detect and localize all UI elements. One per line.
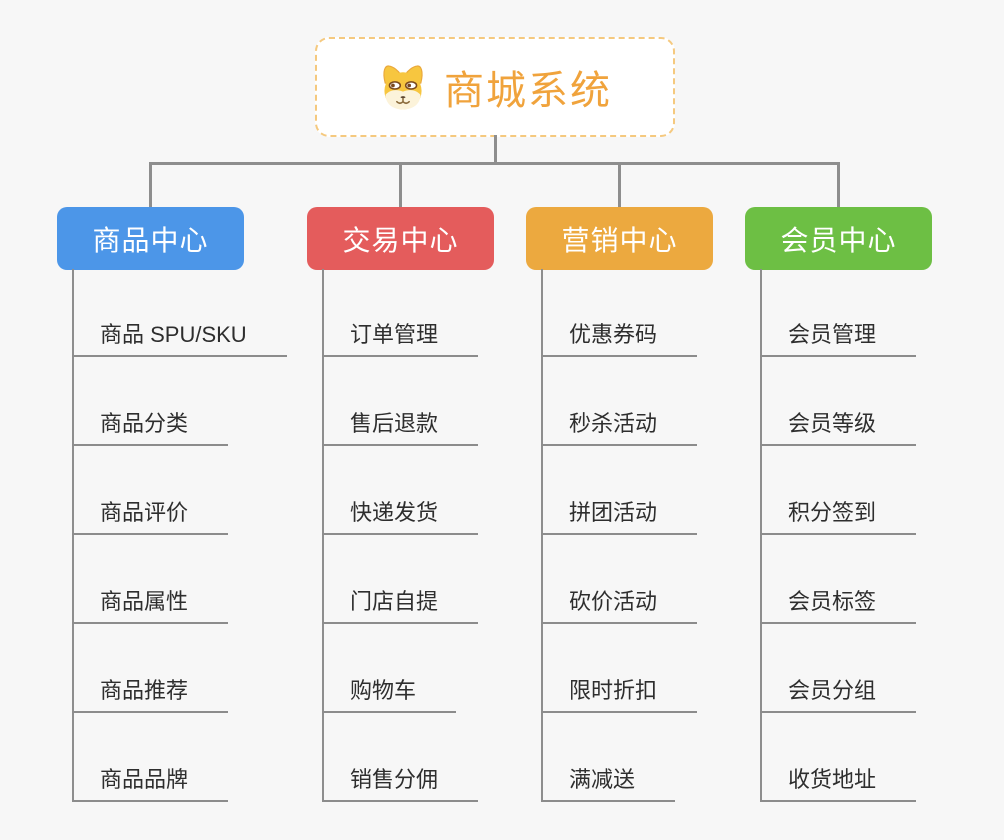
connector-line xyxy=(618,162,621,208)
leaf-node[interactable]: 会员管理 xyxy=(760,321,917,357)
branch-box-product[interactable]: 商品中心 xyxy=(57,207,244,270)
leaf-node[interactable]: 秒杀活动 xyxy=(541,410,698,446)
leaf-node[interactable]: 销售分佣 xyxy=(322,766,479,802)
connector-line xyxy=(837,162,840,208)
leaf-node[interactable]: 砍价活动 xyxy=(541,588,698,624)
root-node[interactable]: 商城系统 xyxy=(315,37,675,137)
leaf-node[interactable]: 会员分组 xyxy=(760,677,917,713)
root-title: 商城系统 xyxy=(444,69,612,113)
leaf-node[interactable]: 收货地址 xyxy=(760,766,917,802)
leaf-node[interactable]: 积分签到 xyxy=(760,499,917,535)
leaf-node[interactable]: 商品分类 xyxy=(72,410,229,446)
connector-line xyxy=(399,162,402,208)
leaf-node[interactable]: 门店自提 xyxy=(322,588,479,624)
leaf-node[interactable]: 商品属性 xyxy=(72,588,229,624)
leaf-node[interactable]: 商品 SPU/SKU xyxy=(72,321,287,357)
leaf-node[interactable]: 购物车 xyxy=(322,677,457,713)
leaf-node[interactable]: 快递发货 xyxy=(322,499,479,535)
leaf-node[interactable]: 商品评价 xyxy=(72,499,229,535)
leaf-node[interactable]: 商品品牌 xyxy=(72,766,229,802)
shiba-dog-icon xyxy=(383,65,423,110)
branch-box-member[interactable]: 会员中心 xyxy=(745,207,932,270)
leaf-node[interactable]: 拼团活动 xyxy=(541,499,698,535)
connector-line xyxy=(494,135,497,163)
connector-line xyxy=(149,162,152,208)
leaf-node[interactable]: 满减送 xyxy=(541,766,676,802)
leaf-node[interactable]: 优惠券码 xyxy=(541,321,698,357)
leaf-node[interactable]: 订单管理 xyxy=(322,321,479,357)
leaf-node[interactable]: 商品推荐 xyxy=(72,677,229,713)
connector-line xyxy=(149,162,840,165)
leaf-node[interactable]: 会员标签 xyxy=(760,588,917,624)
branch-box-trade[interactable]: 交易中心 xyxy=(307,207,494,270)
branch-box-marketing[interactable]: 营销中心 xyxy=(526,207,713,270)
leaf-node[interactable]: 会员等级 xyxy=(760,410,917,446)
leaf-node[interactable]: 售后退款 xyxy=(322,410,479,446)
leaf-node[interactable]: 限时折扣 xyxy=(541,677,698,713)
